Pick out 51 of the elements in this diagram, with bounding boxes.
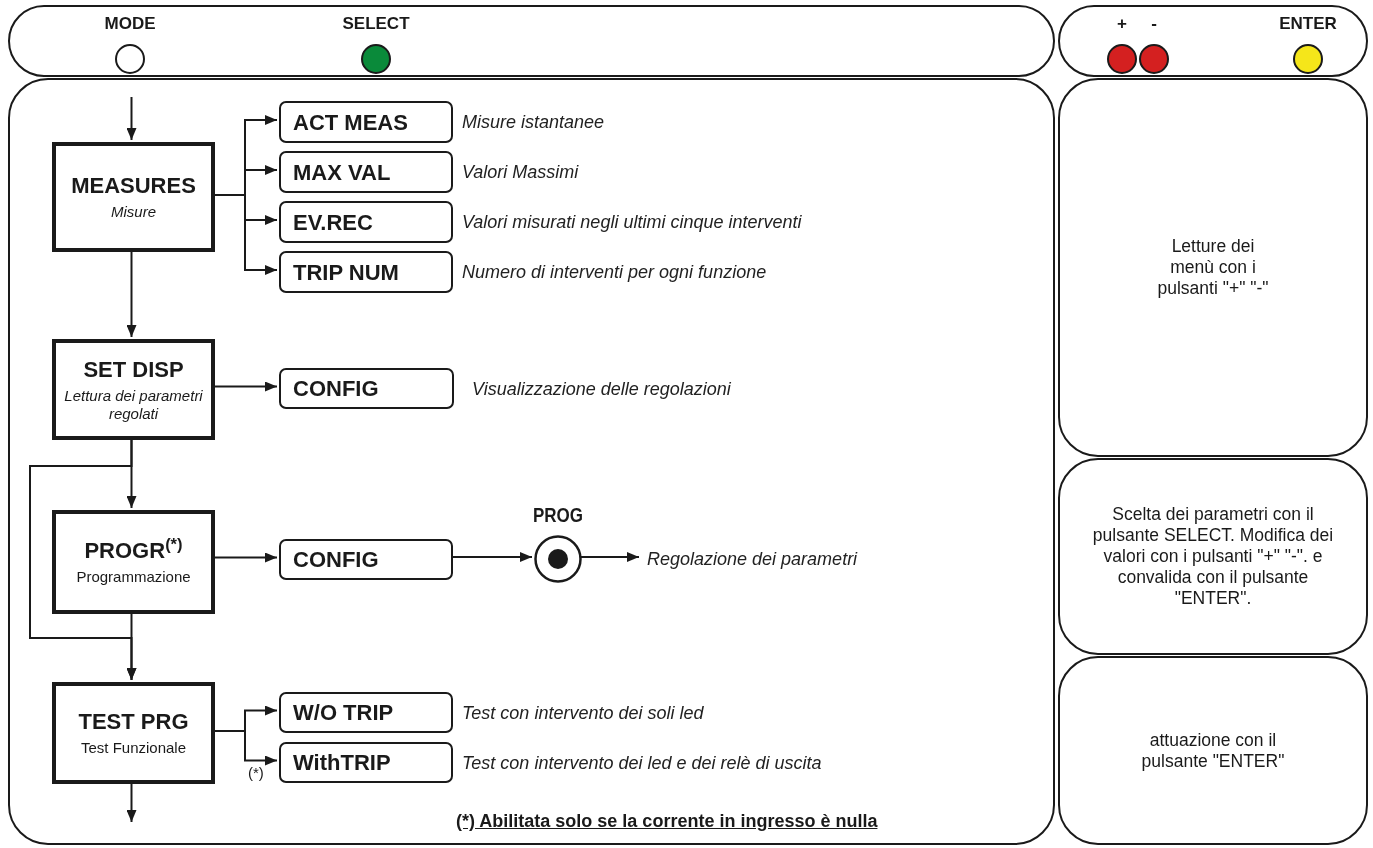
instruction-text: attuazione con il pulsante "ENTER" bbox=[1140, 729, 1286, 772]
button-label: SELECT bbox=[342, 14, 410, 34]
instruction-box bbox=[1058, 656, 1368, 845]
button-label: ENTER bbox=[1279, 14, 1337, 34]
menu-box bbox=[52, 339, 215, 440]
menu-subtitle: Programmazione bbox=[76, 568, 191, 586]
button-label: + bbox=[1117, 14, 1127, 34]
submenu-box: CONFIG bbox=[279, 539, 453, 580]
description-text: Misure istantanee bbox=[462, 110, 605, 134]
arrow bbox=[212, 381, 278, 392]
arrow bbox=[126, 781, 137, 823]
footnote-text: (*) Abilitata solo se la corrente in ingresso è nulla bbox=[456, 810, 878, 833]
description-text: Regolazione dei parametri bbox=[647, 546, 947, 572]
submenu-box: ACT MEAS bbox=[279, 101, 453, 143]
menu-subtitle: Lettura dei parametri regolati bbox=[63, 386, 204, 423]
arrow bbox=[126, 611, 137, 681]
menu-title: SET DISP bbox=[83, 356, 184, 383]
button-label: MODE bbox=[104, 14, 156, 34]
submenu-box: TRIP NUM bbox=[279, 251, 453, 293]
description-text: Test con intervento dei led e dei relè di uscita bbox=[462, 751, 822, 774]
footnote-mark: (*) bbox=[248, 763, 264, 783]
instruction-box bbox=[1058, 458, 1368, 655]
submenu-box: W/O TRIP bbox=[279, 692, 453, 733]
menu-title: PROGR$^{(*)}$ bbox=[84, 538, 183, 564]
description-text: Numero di interventi per ogni funzione bbox=[462, 260, 767, 284]
menu-box bbox=[52, 510, 215, 614]
instruction-text: Letture dei menù con i pulsanti "+" "-" bbox=[1156, 236, 1270, 299]
description-text: Test con intervento dei soli led bbox=[462, 701, 704, 724]
menu-box bbox=[52, 142, 215, 252]
arrow bbox=[126, 249, 137, 338]
arrow bbox=[579, 552, 640, 562]
description-text: Valori misurati negli ultimi cinque interventi bbox=[462, 210, 802, 234]
description-text: Valori Massimi bbox=[462, 160, 579, 184]
arrow bbox=[450, 552, 533, 562]
menu-title: TEST PRG bbox=[78, 709, 189, 735]
arrow bbox=[126, 96, 137, 141]
menu-box bbox=[52, 682, 215, 784]
submenu-box: CONFIG bbox=[279, 368, 454, 409]
arrow bbox=[212, 552, 278, 563]
submenu-box: WithTRIP bbox=[279, 742, 453, 783]
menu-subtitle: Test Funzionale bbox=[80, 739, 187, 757]
menu-panel bbox=[8, 78, 1055, 845]
submenu-box: MAX VAL bbox=[279, 151, 453, 193]
menu-subtitle: Misure bbox=[111, 203, 156, 221]
button-label: PROG bbox=[532, 503, 584, 527]
submenu-box: EV.REC bbox=[279, 201, 453, 243]
menu-title: MEASURES bbox=[71, 173, 196, 199]
instruction-text: Scelta dei parametri con il pulsante SELECT. Modifica dei valori con i pulsanti "+" "-". e convalida con il pulsante "ENTER". bbox=[1091, 504, 1335, 609]
button-label: - bbox=[1151, 14, 1157, 34]
instruction-box bbox=[1058, 78, 1368, 457]
description-text: Visualizzazione delle regolazioni bbox=[472, 377, 731, 401]
